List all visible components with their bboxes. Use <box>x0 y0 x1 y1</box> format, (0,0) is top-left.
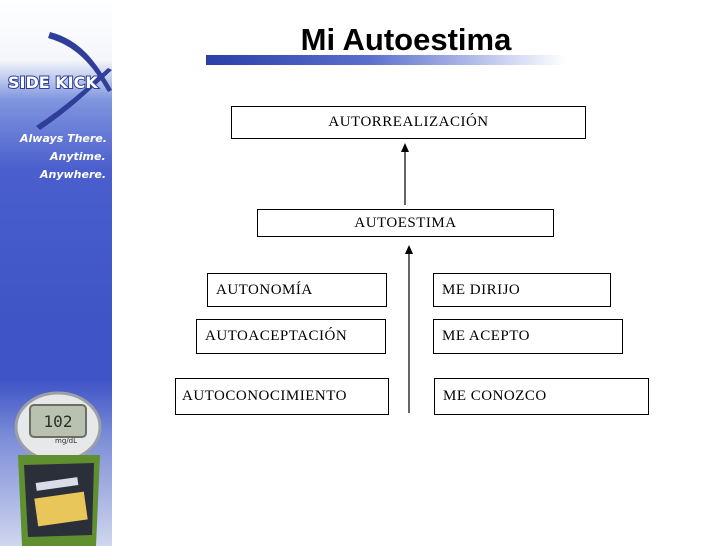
page-title: Mi Autoestima <box>300 22 512 57</box>
box-me-acepto: ME ACEPTO <box>433 319 623 354</box>
meter-unit: mg/dL <box>55 437 77 445</box>
tagline-line-1: Always There. <box>20 132 107 145</box>
brand-sidebar: SIDE KICK Always There. Anytime. Anywher… <box>0 0 112 546</box>
box-me-acepto-label: ME ACEPTO <box>442 328 530 344</box>
tagline-line-2: Anytime. <box>50 150 106 163</box>
box-me-conozco: ME CONOZCO <box>434 378 649 415</box>
box-autoconocimiento-label: AUTOCONOCIMIENTO <box>182 388 347 404</box>
glucose-meter-image: 102 mg/dL <box>14 391 102 546</box>
tagline: Always There. Anytime. Anywhere. <box>14 130 107 184</box>
box-autoaceptacion-label: AUTOACEPTACIÓN <box>205 328 348 344</box>
box-autoestima-label: AUTOESTIMA <box>354 214 457 231</box>
sidekick-logo: SIDE KICK <box>7 32 112 130</box>
box-autoaceptacion: AUTOACEPTACIÓN <box>196 319 386 354</box>
box-autorrealizacion-label: AUTORREALIZACIÓN <box>328 114 489 130</box>
title-underline-bar <box>206 55 566 65</box>
box-me-conozco-label: ME CONOZCO <box>443 388 547 404</box>
tagline-line-3: Anywhere. <box>40 168 107 181</box>
box-me-dirijo: ME DIRIJO <box>433 273 611 307</box>
meter-reading: 102 <box>44 412 73 431</box>
box-autonomia-label: AUTONOMÍA <box>216 281 313 298</box>
logo-text: SIDE KICK <box>8 73 98 92</box>
box-autorrealizacion: AUTORREALIZACIÓN <box>231 106 586 139</box>
box-autoconocimiento: AUTOCONOCIMIENTO <box>175 378 389 415</box>
box-me-dirijo-label: ME DIRIJO <box>442 281 521 298</box>
box-autonomia: AUTONOMÍA <box>207 273 387 307</box>
box-autoestima: AUTOESTIMA <box>257 209 554 237</box>
